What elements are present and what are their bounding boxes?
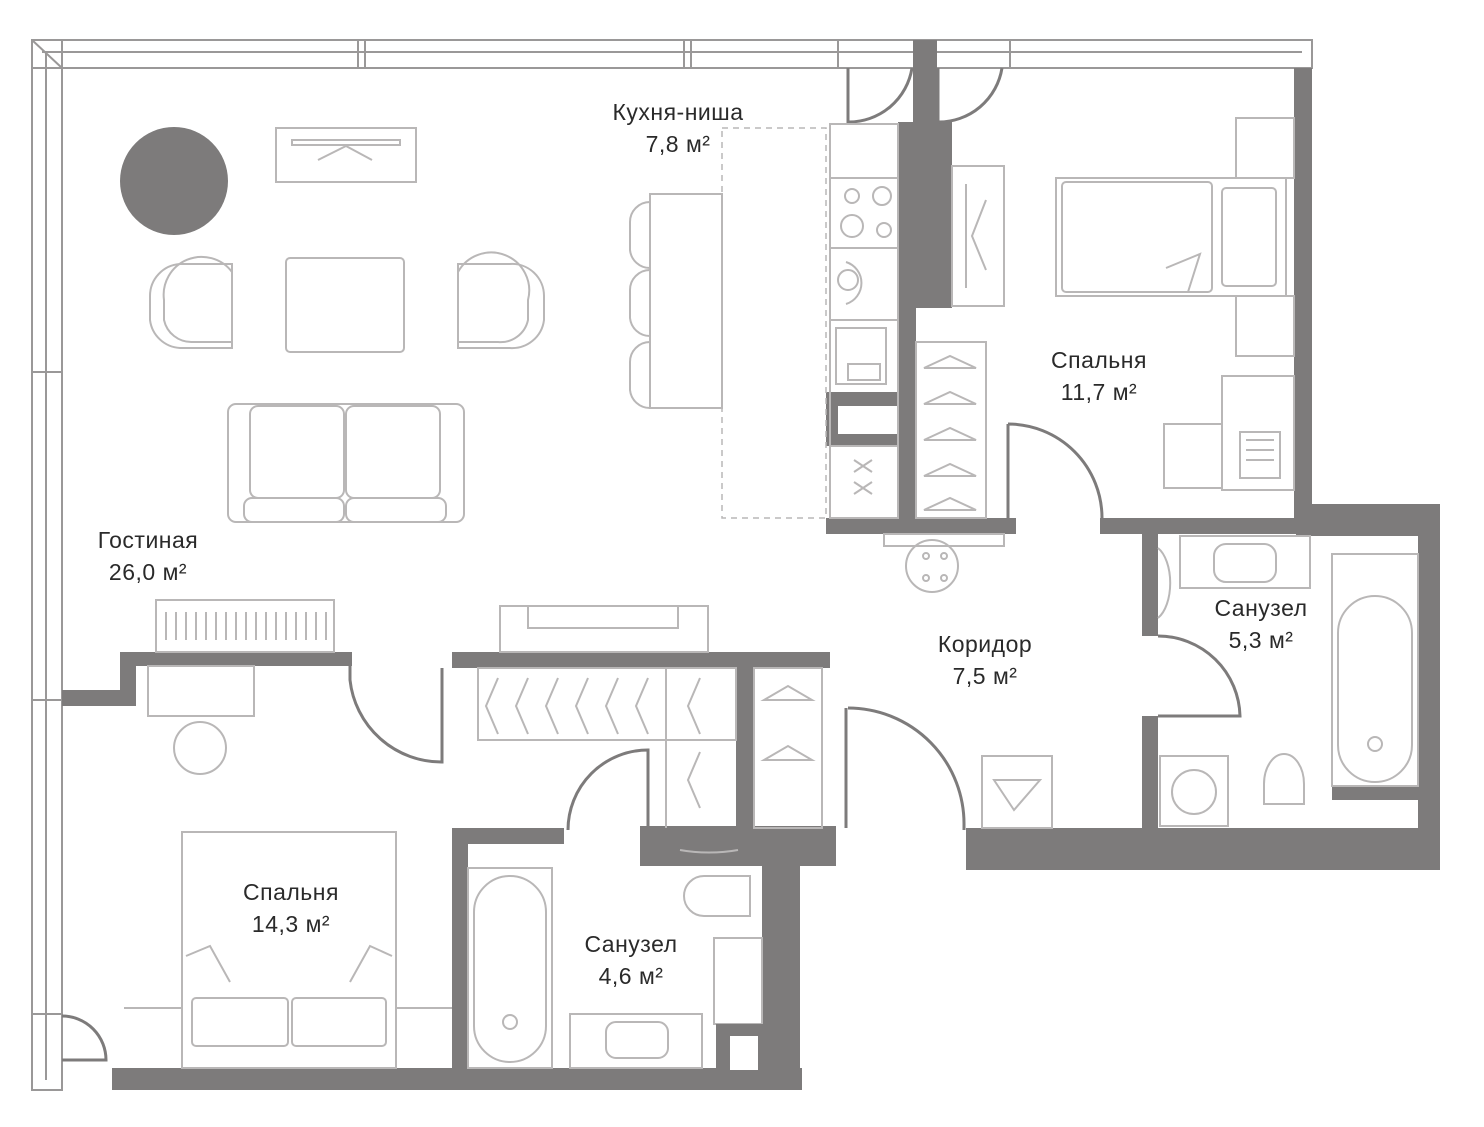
room-area: 7,8 м² xyxy=(645,131,711,157)
room-area: 4,6 м² xyxy=(598,963,664,989)
room-label-bedroom-14: Спальня 14,3 м² xyxy=(226,876,356,940)
room-name: Кухня-ниша xyxy=(612,99,744,125)
walls xyxy=(62,40,1440,1090)
bedroom-14-furniture xyxy=(124,665,452,1069)
room-label-kitchen: Кухня-ниша 7,8 м² xyxy=(596,96,760,160)
room-name: Санузел xyxy=(584,931,678,957)
living-furniture xyxy=(120,127,709,653)
room-label-living: Гостиная 26,0 м² xyxy=(80,524,216,588)
room-name: Спальня xyxy=(1051,347,1147,373)
room-label-bath-5: Санузел 5,3 м² xyxy=(1196,592,1326,656)
room-area: 7,5 м² xyxy=(952,663,1018,689)
room-area: 26,0 м² xyxy=(108,559,188,585)
room-area: 5,3 м² xyxy=(1228,627,1294,653)
room-area: 11,7 м² xyxy=(1060,379,1138,405)
bathroom-4-furniture xyxy=(467,849,764,1072)
doors xyxy=(61,67,1242,1062)
room-label-corridor: Коридор 7,5 м² xyxy=(920,628,1050,692)
corridor-furniture xyxy=(883,533,1053,829)
bedroom-11-furniture xyxy=(915,117,1295,519)
room-name: Гостиная xyxy=(97,527,199,553)
room-name: Коридор xyxy=(937,631,1033,657)
room-name: Санузел xyxy=(1214,595,1308,621)
room-label-bath-4: Санузел 4,6 м² xyxy=(566,928,696,992)
kitchen-furniture xyxy=(629,123,899,519)
room-label-bedroom-11: Спальня 11,7 м² xyxy=(1034,344,1164,408)
room-area: 14,3 м² xyxy=(251,911,331,937)
round-rug xyxy=(120,127,228,235)
window-frames xyxy=(31,39,1313,1091)
bathroom-5-furniture xyxy=(1157,535,1419,827)
room-name: Спальня xyxy=(243,879,339,905)
wardrobe-furniture xyxy=(477,667,823,829)
